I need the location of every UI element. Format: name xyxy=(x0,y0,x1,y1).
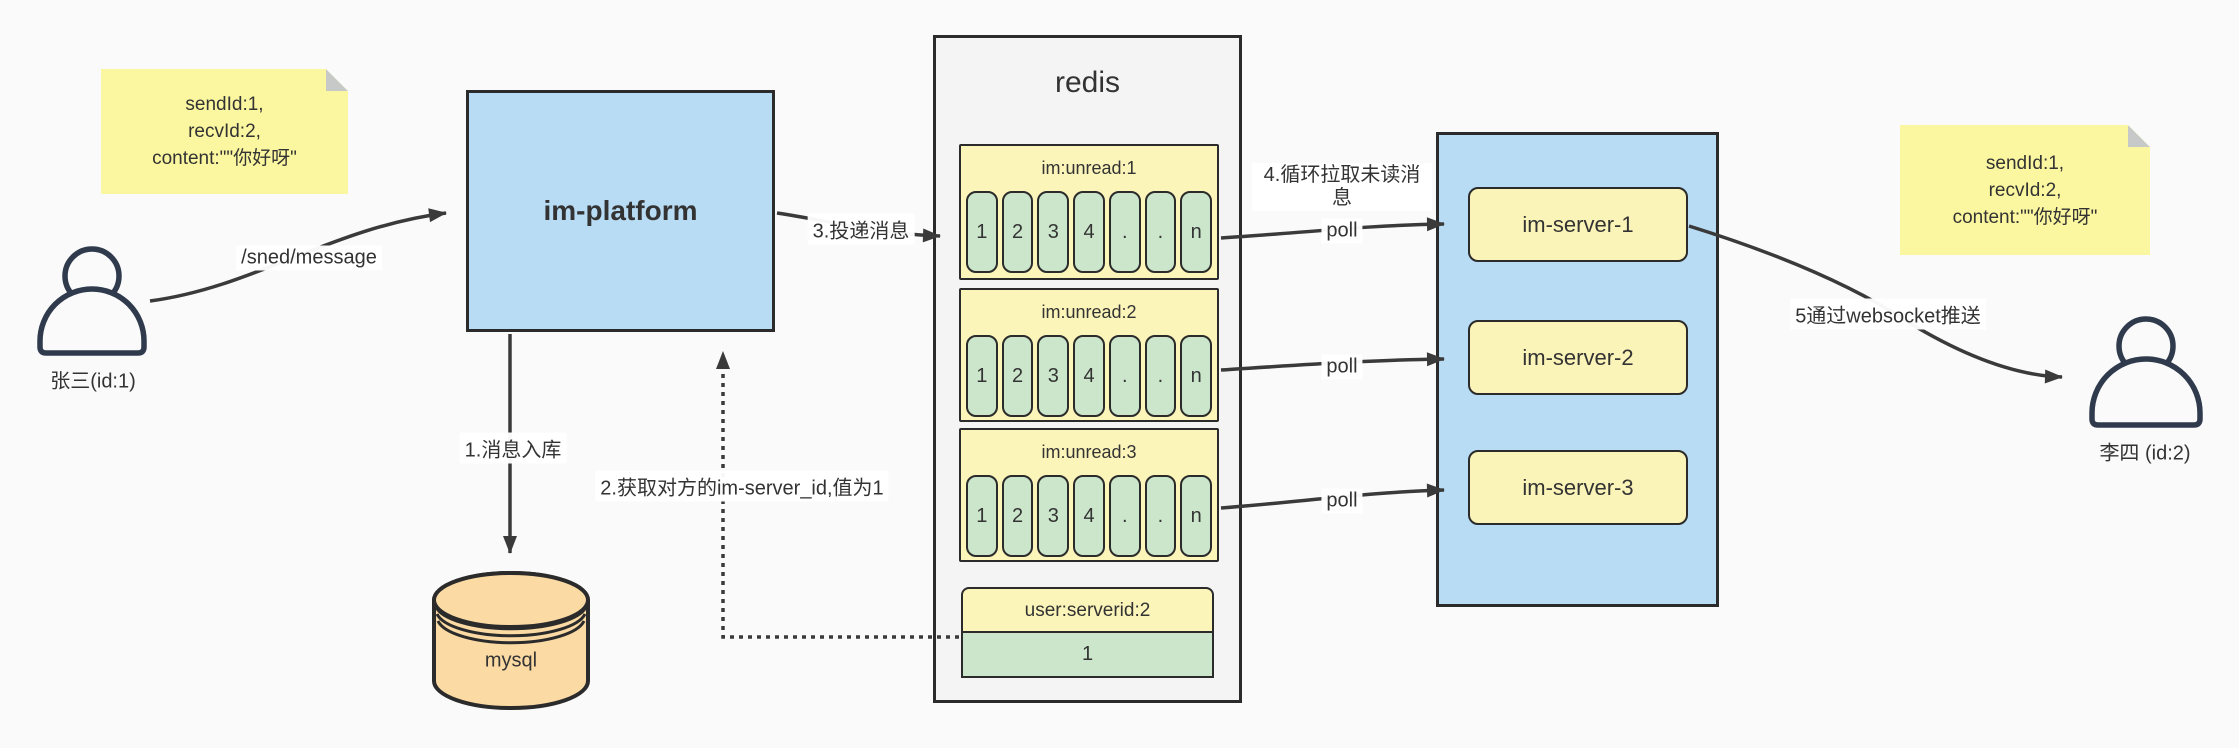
note-line: recvId:2, xyxy=(188,121,261,142)
queue-header: im:unread:2 xyxy=(1041,302,1137,322)
queue-cell: . xyxy=(1144,335,1177,417)
queue-im-unread-1: im:unread:1 1 2 3 4 . . n xyxy=(959,144,1219,280)
user-serverid-map: user:serverid:2 1 xyxy=(961,587,1214,678)
queue-cell: . xyxy=(1108,475,1141,557)
note-fold-corner xyxy=(2128,125,2150,147)
queue-cell: n xyxy=(1180,335,1213,417)
queue-cell: 3 xyxy=(1037,191,1070,273)
queue-header: im:unread:1 xyxy=(1041,158,1137,178)
step5-label: 5通过websocket推送 xyxy=(1790,298,1986,330)
queue-cells: 1 2 3 4 . . n xyxy=(961,335,1217,417)
step3-label: 3.投递消息 xyxy=(807,213,915,245)
note-line: content:""你好呀" xyxy=(152,148,297,169)
im-server-2-node: im-server-2 xyxy=(1468,320,1688,395)
note-line: recvId:2, xyxy=(1988,179,2062,201)
im-platform-label: im-platform xyxy=(543,195,698,226)
queue-im-unread-3: im:unread:3 1 2 3 4 . . n xyxy=(959,428,1219,562)
user-serverid-value: 1 xyxy=(961,633,1214,678)
poll-label-2: poll xyxy=(1321,354,1363,380)
send-api-label: /sned/message xyxy=(236,245,382,271)
note-line: sendId:1, xyxy=(1985,152,2065,174)
queue-im-unread-2: im:unread:2 1 2 3 4 . . n xyxy=(959,288,1219,422)
sender-user-icon xyxy=(37,246,147,356)
queue-cell: 1 xyxy=(966,475,998,557)
queue-header: im:unread:3 xyxy=(1041,442,1137,462)
queue-cell: 2 xyxy=(1001,191,1034,273)
queue-cells: 1 2 3 4 . . n xyxy=(961,475,1217,557)
user-serverid-header: user:serverid:2 xyxy=(961,587,1214,633)
queue-cell: 1 xyxy=(966,191,998,273)
step4-label: 4.循环拉取未读消息 xyxy=(1252,163,1432,211)
queue-cell: 3 xyxy=(1037,335,1070,417)
queue-cell: . xyxy=(1144,475,1177,557)
poll-label-3: poll xyxy=(1321,488,1363,514)
queue-cell: . xyxy=(1108,191,1141,273)
queue-cell: . xyxy=(1108,335,1141,417)
poll-label-1: poll xyxy=(1321,218,1363,244)
queue-cell: 2 xyxy=(1001,475,1034,557)
receiver-user-icon xyxy=(2089,316,2203,428)
queue-cell: . xyxy=(1144,191,1177,273)
queue-cell: 3 xyxy=(1037,475,1070,557)
queue-cell: 4 xyxy=(1073,191,1105,273)
im-platform-node: im-platform xyxy=(466,90,775,332)
queue-cell: 2 xyxy=(1001,335,1034,417)
receiver-user-label: 李四 (id:2) xyxy=(2099,442,2191,465)
receiver-message-note: sendId:1, recvId:2, content:""你好呀" xyxy=(1900,125,2150,255)
step1-label: 1.消息入库 xyxy=(459,432,567,464)
queue-cell: 4 xyxy=(1073,335,1105,417)
note-fold-corner xyxy=(326,69,348,91)
sender-message-note: sendId:1, recvId:2, content:""你好呀" xyxy=(101,69,348,194)
step2-label: 2.获取对方的im-server_id,值为1 xyxy=(595,470,889,502)
im-server-3-node: im-server-3 xyxy=(1468,450,1688,525)
redis-title: redis xyxy=(1054,66,1121,99)
im-server-1-node: im-server-1 xyxy=(1468,187,1688,262)
mysql-database-icon xyxy=(432,571,590,710)
queue-cell: n xyxy=(1180,191,1213,273)
note-line: sendId:1, xyxy=(185,94,264,115)
queue-cells: 1 2 3 4 . . n xyxy=(961,191,1217,273)
mysql-label: mysql xyxy=(484,649,538,672)
queue-cell: n xyxy=(1180,475,1213,557)
queue-cell: 4 xyxy=(1073,475,1105,557)
queue-cell: 1 xyxy=(966,335,998,417)
sender-user-label: 张三(id:1) xyxy=(50,370,136,393)
note-line: content:""你好呀" xyxy=(1952,206,2098,228)
